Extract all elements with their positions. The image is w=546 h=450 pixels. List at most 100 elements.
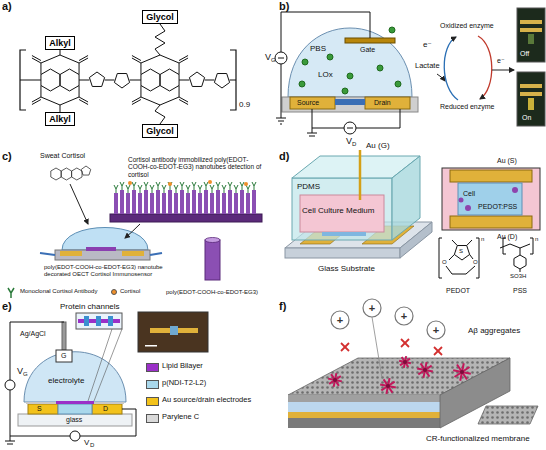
chip-electrode <box>122 251 144 256</box>
glycol-chain <box>155 105 165 124</box>
label: Sweat Cortisol <box>40 152 85 160</box>
label: Cortisol antibody immobilized poly(EDOT-… <box>128 156 266 178</box>
legend-swatch <box>111 289 117 295</box>
legend-text: Parylene C <box>162 413 199 422</box>
antibody <box>204 182 208 190</box>
cable <box>150 253 162 255</box>
cortisol-ring <box>72 168 82 180</box>
nanotube <box>114 193 118 214</box>
label: G <box>23 371 28 378</box>
label: 0.9 <box>239 100 250 109</box>
ag-agcl-electrode <box>62 322 66 350</box>
charged-ion <box>331 311 349 329</box>
antibody <box>174 185 178 193</box>
legend-text: Monoclonal Cortisol Antibody <box>20 288 97 295</box>
wire <box>10 322 64 380</box>
cortisol-ring <box>81 166 91 175</box>
panel-letter: e) <box>2 300 12 313</box>
backbone-bond <box>205 80 215 81</box>
ground <box>276 118 286 119</box>
antibody <box>180 182 184 190</box>
side-chain-box: Glycol <box>142 10 178 24</box>
antibody <box>162 185 166 193</box>
antibody <box>144 182 148 190</box>
glycol-chain <box>155 24 165 55</box>
nanotube <box>246 193 250 214</box>
nanotube <box>150 193 154 214</box>
label: D <box>90 442 94 449</box>
flow-arrow <box>70 184 88 224</box>
photo-channel <box>528 98 534 110</box>
panel-letter: a) <box>2 0 12 13</box>
antibody <box>252 182 256 190</box>
nanotube <box>240 190 244 214</box>
scale-bar <box>145 345 157 347</box>
reaction-arrow <box>437 74 445 81</box>
blocked-mark <box>341 343 349 351</box>
protein-inset <box>76 313 122 329</box>
charged-ion <box>427 321 445 339</box>
pdms-front <box>292 178 392 240</box>
backbone-bond <box>79 80 89 81</box>
bracket <box>20 50 26 110</box>
label: Au (G) <box>366 141 390 150</box>
label: Cell Culture Medium <box>302 206 374 215</box>
antibody <box>156 182 160 190</box>
drain-electrode <box>92 404 122 414</box>
ground <box>280 124 282 125</box>
substrate <box>282 97 418 112</box>
nanotube-top <box>205 238 220 243</box>
cell <box>459 198 464 203</box>
backbone-bond <box>230 80 236 81</box>
enzyme <box>327 54 333 60</box>
bond <box>520 248 521 255</box>
antibody <box>126 185 130 193</box>
side-chain <box>60 105 61 112</box>
gate-electrode <box>345 38 395 43</box>
backbone-bond <box>105 80 115 81</box>
chip-electrode <box>60 251 82 256</box>
antibody <box>168 182 172 190</box>
label: V <box>17 366 23 376</box>
parylene <box>26 402 56 404</box>
enzyme <box>299 81 305 87</box>
bracket <box>230 50 236 110</box>
carbonyl-bond <box>179 97 188 102</box>
carbonyl-bond <box>132 97 141 102</box>
wire <box>10 390 11 436</box>
antibody <box>186 185 190 193</box>
glass-substrate-front <box>285 248 400 258</box>
carbonyl-bond <box>32 97 41 102</box>
wire <box>10 436 70 437</box>
bond <box>449 255 454 261</box>
backbone-bond <box>20 80 41 81</box>
photo-channel <box>170 326 178 335</box>
gate-wire <box>359 150 362 200</box>
label: S <box>37 405 42 413</box>
cycle-arrow <box>444 37 458 100</box>
nanotube <box>204 190 208 214</box>
charge-sign: + <box>337 314 343 327</box>
electron-arrow <box>492 70 514 71</box>
legend-text: p(NDI-T2-L2) <box>162 379 206 388</box>
carbonyl-bond <box>32 58 41 63</box>
pedot-pss-channel <box>458 183 522 215</box>
bracket <box>503 238 506 254</box>
carbonyl-bond <box>132 58 141 63</box>
label: Reduced enzyme <box>440 103 494 111</box>
side-chain-box: Alkyl <box>45 36 75 50</box>
antibody <box>132 182 136 190</box>
carbonyl-bond <box>179 56 188 61</box>
nanotube <box>180 190 184 214</box>
wire <box>281 64 282 118</box>
aggregate-core <box>333 378 337 382</box>
box-label: Glycol <box>146 126 174 136</box>
ground <box>278 121 284 122</box>
bracket <box>476 238 479 278</box>
photo-electrode <box>520 20 542 24</box>
carbonyl-bond <box>179 100 188 105</box>
antibody <box>150 185 154 193</box>
box-label: Glycol <box>146 12 174 22</box>
sample-droplet <box>62 228 148 251</box>
